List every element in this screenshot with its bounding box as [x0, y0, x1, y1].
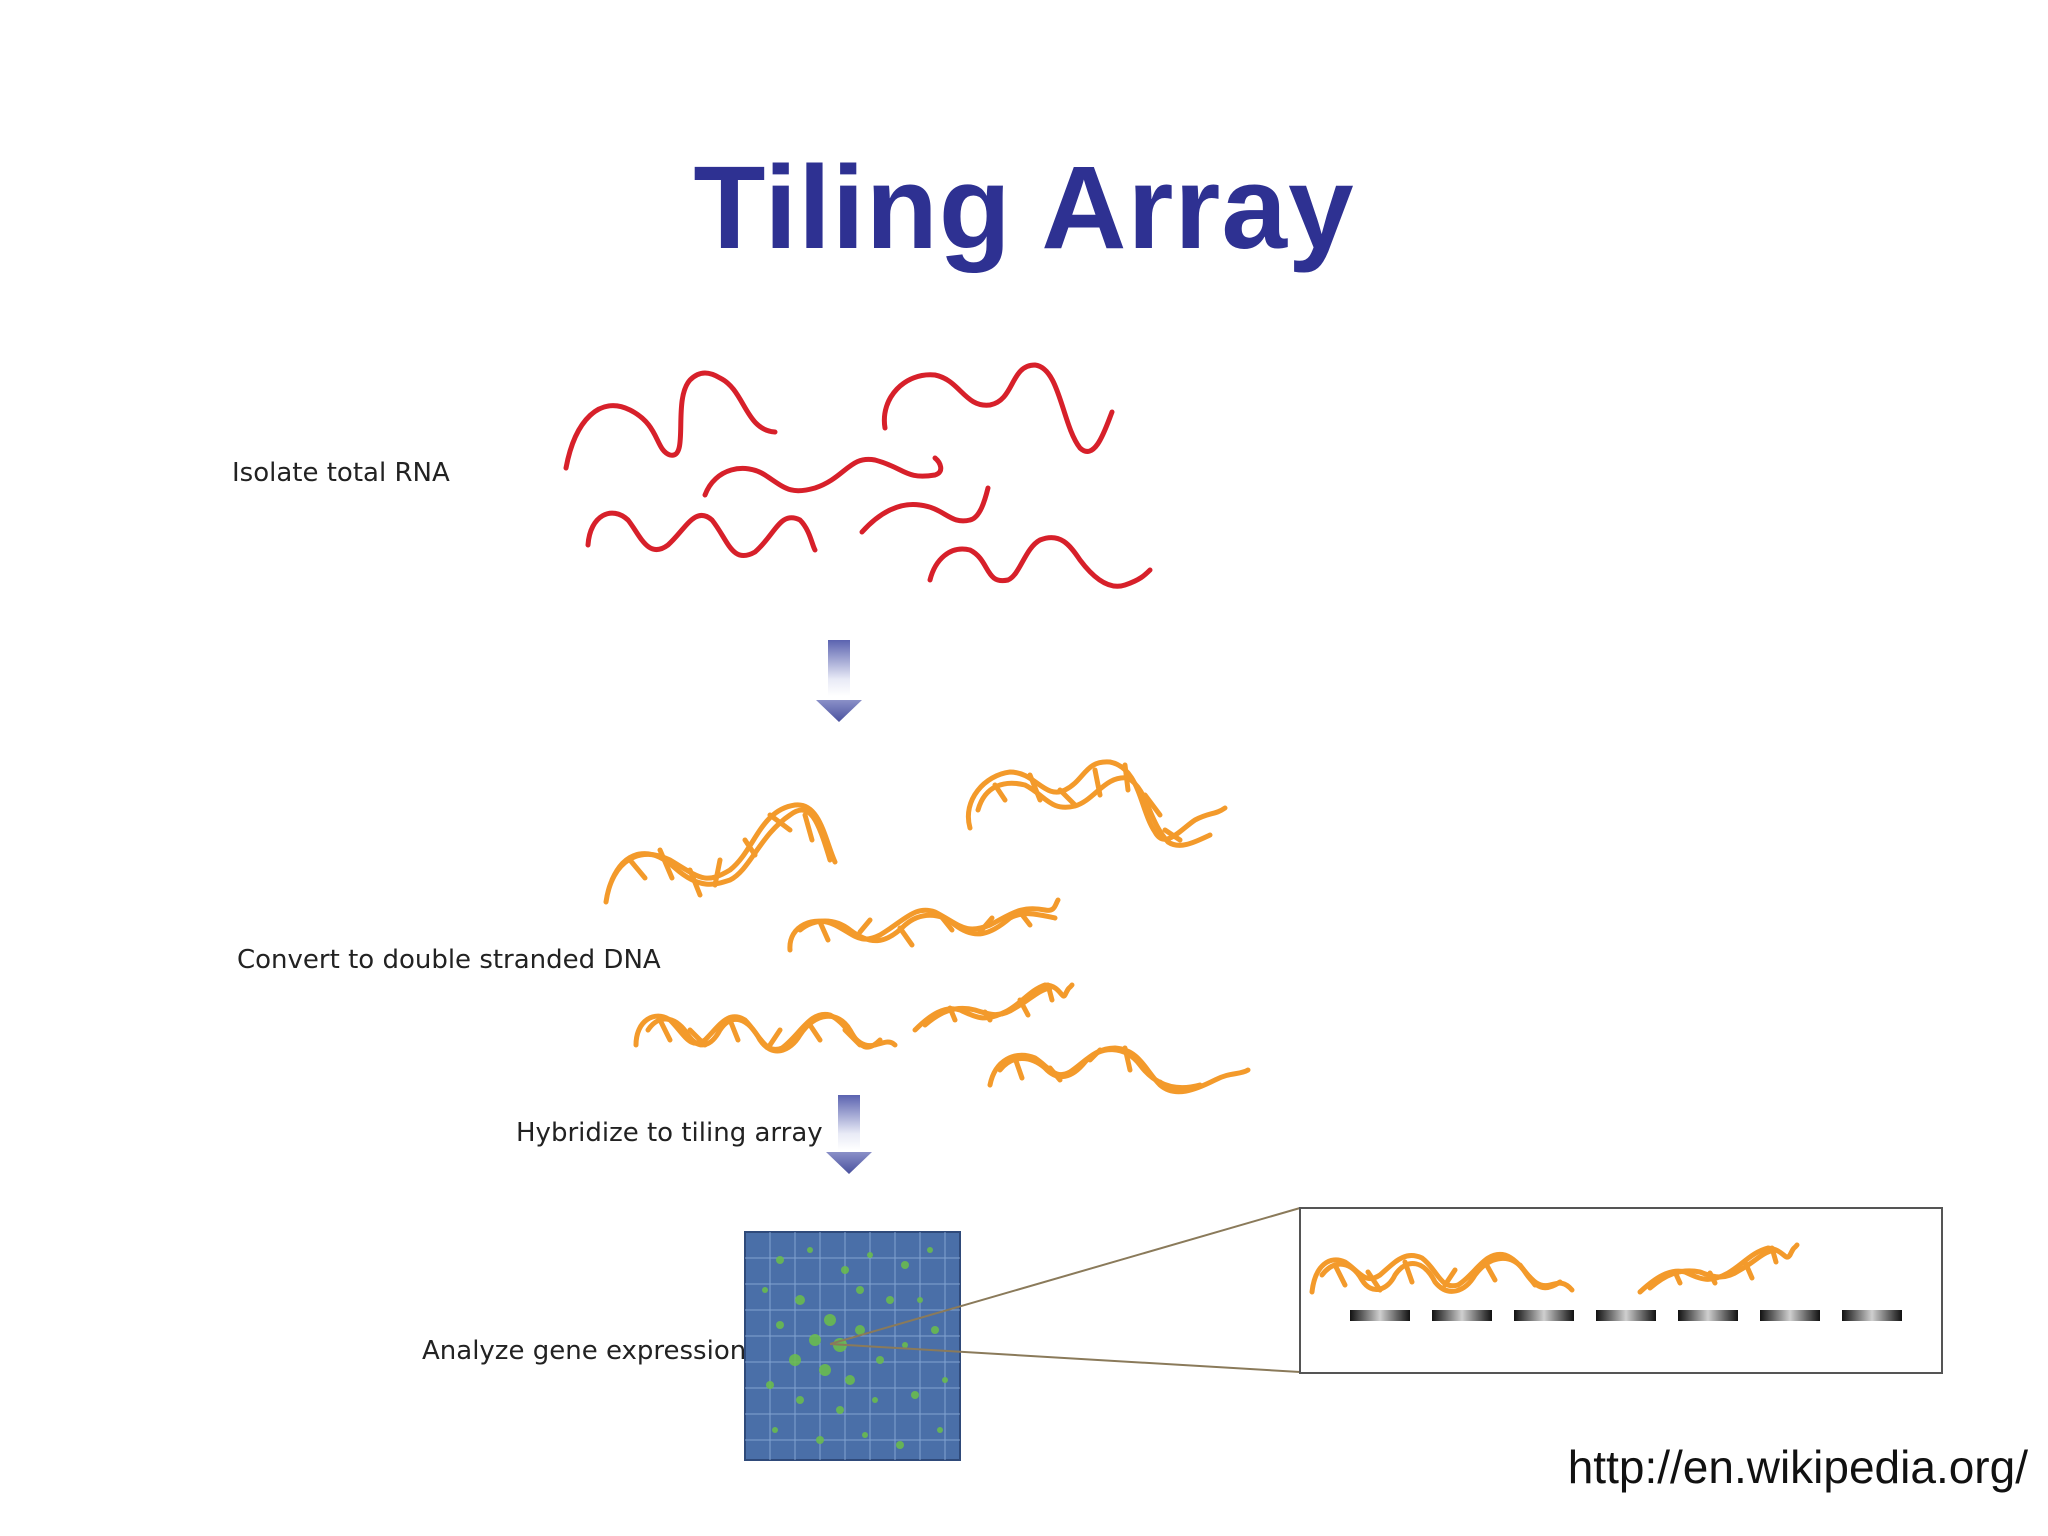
step-label-isolate-rna: Isolate total RNA: [232, 458, 450, 488]
probe-tile: [1596, 1310, 1656, 1321]
dna-strands: [603, 759, 1251, 1095]
dna-strand: [912, 982, 1075, 1033]
dna-strand: [966, 759, 1228, 848]
rna-strands: [563, 362, 1153, 589]
slide-title: Tiling Array: [693, 142, 1355, 274]
step-label-analyze: Analyze gene expression: [422, 1336, 747, 1366]
zoom-lines-icon: [829, 1207, 1301, 1373]
probe-tile: [1432, 1310, 1492, 1321]
dna-strand: [603, 802, 838, 905]
probe-tile: [1350, 1310, 1410, 1321]
zoom-inset-panel: [1299, 1207, 1943, 1374]
rna-strand: [881, 362, 1115, 454]
source-url: http://en.wikipedia.org/: [1567, 1441, 2028, 1493]
step-label-convert-dna: Convert to double stranded DNA: [237, 945, 661, 975]
rna-strand: [859, 485, 991, 535]
probe-tile: [1842, 1310, 1902, 1321]
inset-dna-strands: [1309, 1242, 1800, 1295]
dna-strand: [987, 1045, 1251, 1095]
rna-strand: [927, 535, 1153, 589]
step-label-hybridize: Hybridize to tiling array: [516, 1118, 823, 1148]
probe-tile: [1760, 1310, 1820, 1321]
probe-tile: [1678, 1310, 1738, 1321]
down-arrow-icon: [826, 1095, 872, 1174]
probe-tile: [1514, 1310, 1574, 1321]
rna-strand: [563, 370, 778, 471]
rna-strand: [702, 455, 944, 498]
dna-strand: [787, 897, 1061, 953]
dna-strand: [633, 1011, 898, 1054]
rna-strand: [585, 510, 818, 558]
down-arrow-icon: [816, 640, 862, 722]
probe-tiles-icon: [1350, 1310, 1902, 1321]
